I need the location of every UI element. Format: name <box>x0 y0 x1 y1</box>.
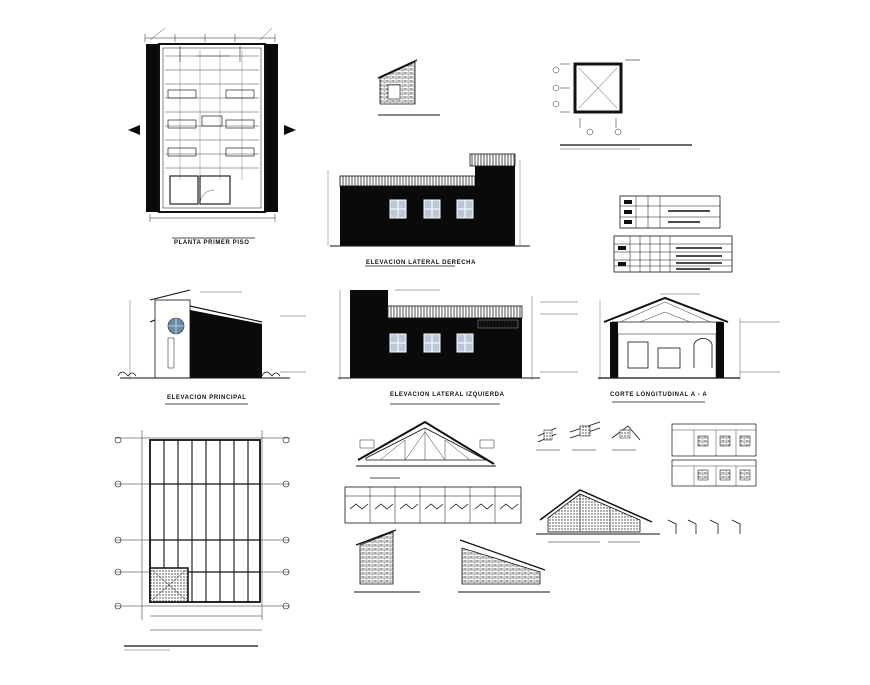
detail-small-plan <box>552 59 692 150</box>
elevation-main <box>117 289 306 405</box>
elevation-left-side <box>338 289 578 405</box>
title-section-a-a: CORTE LONGITUDINAL A - A <box>610 392 708 398</box>
section-a-a <box>598 293 780 403</box>
title-elevation-main: ELEVACION PRINCIPAL <box>167 395 247 401</box>
detail-brick-elevation-2 <box>458 539 550 593</box>
detail-brick-elevation-1 <box>354 529 420 593</box>
window-schedule-strip <box>344 486 522 524</box>
floor-plan-first-floor <box>128 27 296 239</box>
roof-structure-plan <box>114 430 290 651</box>
roof-truss-detail <box>356 420 496 479</box>
schedule-table-top <box>619 195 721 229</box>
elevation-right-side <box>327 153 530 267</box>
legend-tables-right <box>671 423 757 487</box>
title-plan-first-floor: PLANTA PRIMER PISO <box>174 240 250 246</box>
section-hatched <box>536 489 741 543</box>
detail-small-elevation <box>377 59 440 116</box>
title-elevation-right: ELEVACION LATERAL DERECHA <box>366 260 477 266</box>
schedule-table-bottom <box>613 235 733 273</box>
title-elevation-left: ELEVACION LATERAL IZQUIERDA <box>390 392 505 398</box>
connection-details <box>536 421 641 451</box>
